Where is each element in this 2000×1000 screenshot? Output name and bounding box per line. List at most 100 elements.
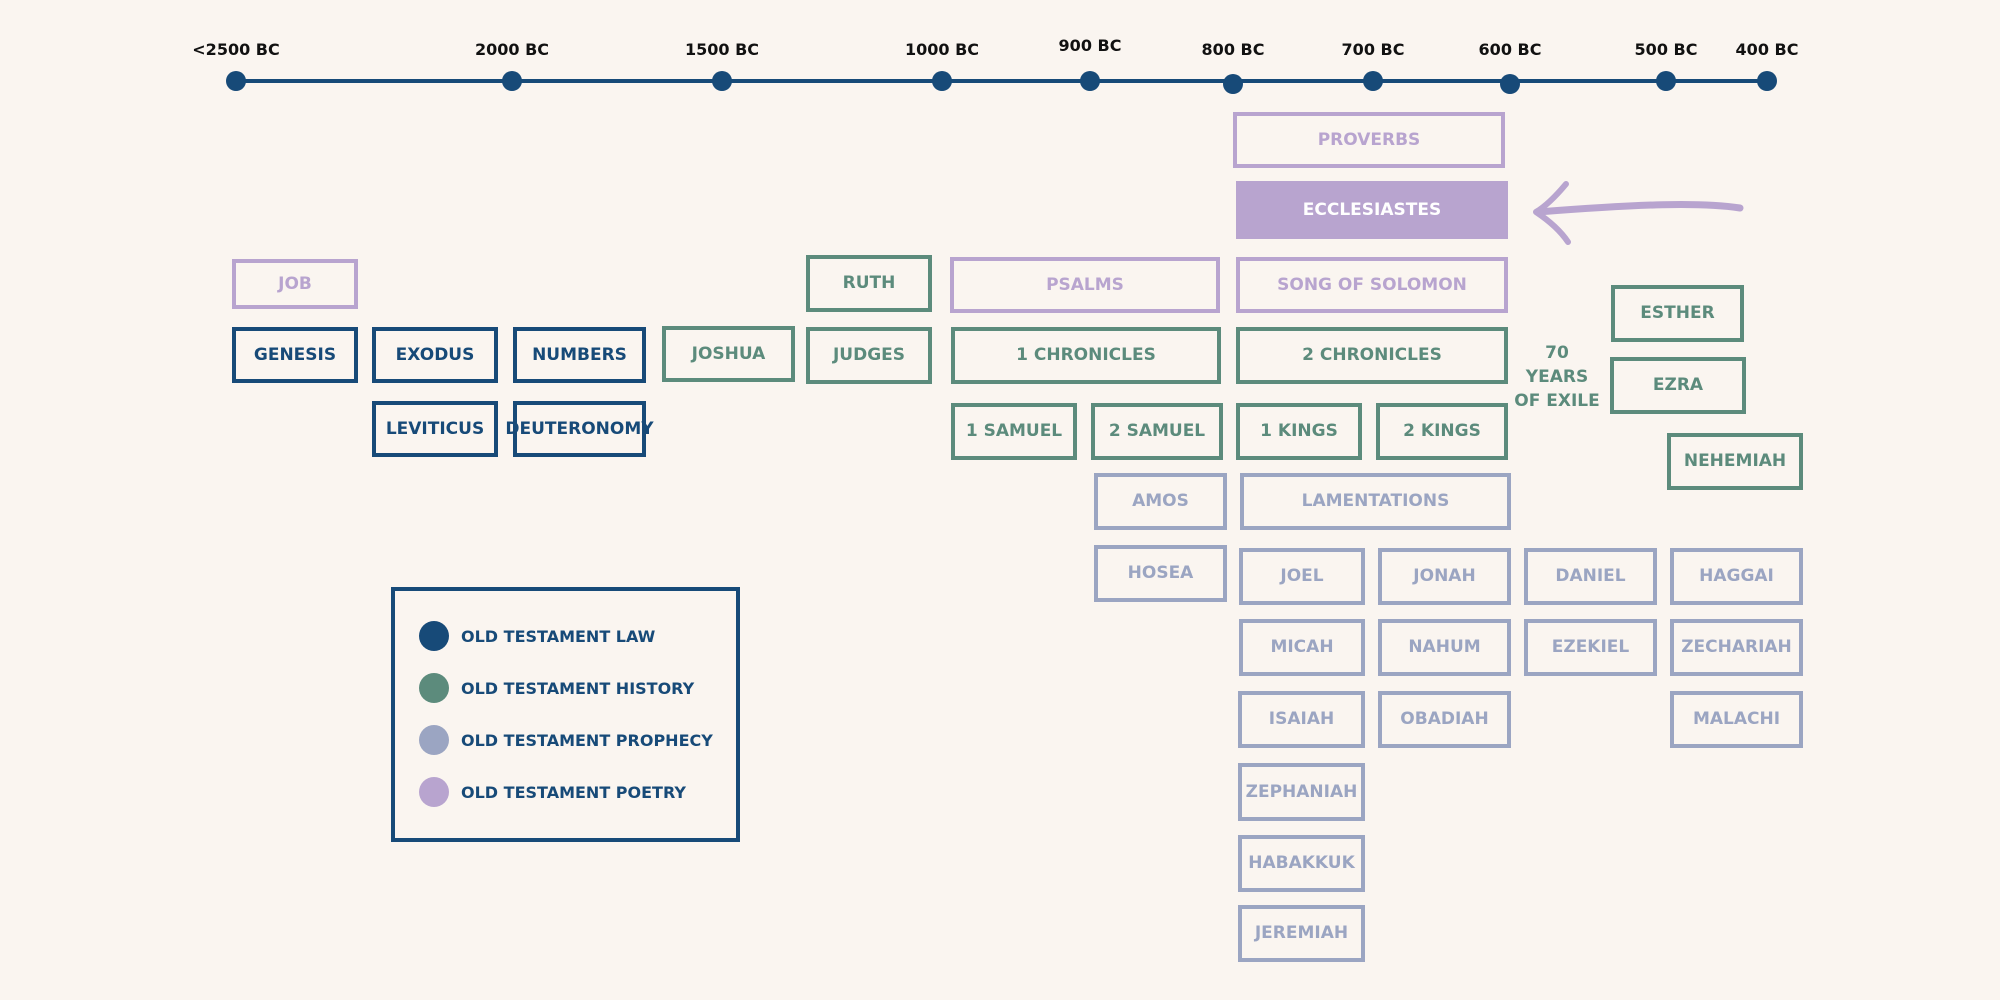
book-label: ESTHER: [1640, 303, 1715, 324]
book-label: 1 CHRONICLES: [1016, 345, 1156, 366]
legend-item-poetry: OLD TESTAMENT POETRY: [419, 777, 686, 807]
book-jonah: JONAH: [1378, 548, 1511, 605]
book-obadiah: OBADIAH: [1378, 691, 1511, 748]
book-label: JOEL: [1280, 566, 1324, 587]
book-2-kings: 2 KINGS: [1376, 403, 1508, 460]
tick-marker: [712, 71, 732, 91]
tick-marker: [932, 71, 952, 91]
legend-item-prophecy: OLD TESTAMENT PROPHECY: [419, 725, 713, 755]
tick-marker: [1363, 71, 1383, 91]
book-zephaniah: ZEPHANIAH: [1238, 763, 1365, 821]
book-label: NAHUM: [1408, 637, 1481, 658]
book-haggai: HAGGAI: [1670, 548, 1803, 605]
tick-marker: [1757, 71, 1777, 91]
legend-label: OLD TESTAMENT HISTORY: [461, 678, 695, 698]
book-psalms: PSALMS: [950, 257, 1220, 313]
book-1-samuel: 1 SAMUEL: [951, 403, 1077, 460]
book-joshua: JOSHUA: [662, 326, 795, 382]
book-label: 1 KINGS: [1260, 421, 1338, 442]
tick-label: 900 BC: [1058, 36, 1122, 55]
book-label: 2 CHRONICLES: [1302, 345, 1442, 366]
book-judges: JUDGES: [806, 327, 932, 384]
exile-note-line: YEARS: [1525, 366, 1589, 387]
book-ezra: EZRA: [1610, 357, 1746, 414]
book-label: OBADIAH: [1400, 709, 1489, 730]
tick-marker: [1656, 71, 1676, 91]
legend: OLD TESTAMENT LAW OLD TESTAMENT HISTORY …: [391, 587, 740, 842]
book-lamentations: LAMENTATIONS: [1240, 473, 1511, 530]
book-label: JOSHUA: [691, 343, 766, 364]
book-label: ECCLESIASTES: [1302, 199, 1442, 220]
timeline-axis: [235, 79, 1768, 83]
book-genesis: GENESIS: [232, 327, 358, 383]
exile-note-line: OF EXILE: [1514, 390, 1600, 411]
tick-label: <2500 BC: [192, 40, 280, 59]
book-label: EXODUS: [395, 344, 475, 365]
book-label: EZEKIEL: [1551, 637, 1630, 658]
book-1-chronicles: 1 CHRONICLES: [951, 327, 1221, 384]
book-label: SONG OF SOLOMON: [1277, 274, 1467, 295]
book-leviticus: LEVITICUS: [372, 401, 498, 457]
book-label: 2 SAMUEL: [1108, 421, 1206, 442]
book-label: 2 KINGS: [1403, 421, 1481, 442]
legend-swatch: [419, 777, 449, 807]
legend-label: OLD TESTAMENT LAW: [461, 626, 656, 646]
book-label: JUDGES: [832, 345, 906, 366]
book-label: JONAH: [1413, 566, 1476, 587]
legend-swatch: [419, 621, 449, 651]
exile-note: 70 YEARS OF EXILE: [1512, 342, 1602, 413]
book-label: HOSEA: [1127, 563, 1194, 584]
book-label: LEVITICUS: [385, 418, 485, 439]
book-label: GENESIS: [253, 344, 337, 365]
book-label: DANIEL: [1555, 566, 1626, 587]
legend-swatch: [419, 725, 449, 755]
book-exodus: EXODUS: [372, 327, 498, 383]
book-ezekiel: EZEKIEL: [1524, 619, 1657, 676]
legend-label: OLD TESTAMENT PROPHECY: [461, 730, 713, 750]
book-label: DEUTERONOMY: [505, 418, 654, 439]
tick-label: 800 BC: [1201, 40, 1265, 59]
legend-item-law: OLD TESTAMENT LAW: [419, 621, 655, 651]
tick-label: 600 BC: [1478, 40, 1542, 59]
book-micah: MICAH: [1239, 619, 1365, 676]
legend-label: OLD TESTAMENT POETRY: [461, 782, 686, 802]
tick-label: 400 BC: [1735, 40, 1799, 59]
exile-note-line: 70: [1545, 343, 1569, 363]
book-label: ISAIAH: [1268, 709, 1335, 730]
book-ruth: RUTH: [806, 255, 932, 312]
book-label: NUMBERS: [532, 344, 627, 365]
book-proverbs: PROVERBS: [1233, 112, 1505, 168]
book-label: HAGGAI: [1699, 566, 1774, 587]
book-label: 1 SAMUEL: [965, 421, 1063, 442]
book-label: PSALMS: [1046, 274, 1124, 295]
tick-label: 700 BC: [1341, 40, 1405, 59]
book-nehemiah: NEHEMIAH: [1667, 433, 1803, 490]
book-label: PROVERBS: [1317, 129, 1421, 150]
book-zechariah: ZECHARIAH: [1670, 619, 1803, 676]
book-label: JOB: [278, 273, 312, 294]
tick-marker: [1500, 74, 1520, 94]
book-amos: AMOS: [1094, 473, 1227, 530]
book-deuteronomy: DEUTERONOMY: [505, 401, 654, 457]
tick-label: 2000 BC: [474, 40, 550, 59]
book-hosea: HOSEA: [1094, 545, 1227, 602]
tick-label: 500 BC: [1634, 40, 1698, 59]
book-label: JEREMIAH: [1254, 923, 1349, 944]
book-label: HABAKKUK: [1248, 853, 1355, 874]
book-habakkuk: HABAKKUK: [1238, 835, 1365, 892]
book-ecclesiastes: ECCLESIASTES: [1236, 181, 1508, 239]
book-malachi: MALACHI: [1670, 691, 1803, 748]
tick-label: 1500 BC: [684, 40, 760, 59]
book-label: NEHEMIAH: [1683, 451, 1787, 472]
book-numbers: NUMBERS: [513, 327, 646, 383]
legend-item-history: OLD TESTAMENT HISTORY: [419, 673, 694, 703]
tick-marker: [226, 71, 246, 91]
book-label: RUTH: [842, 273, 896, 294]
book-1-kings: 1 KINGS: [1236, 403, 1362, 460]
tick-marker: [502, 71, 522, 91]
book-isaiah: ISAIAH: [1238, 691, 1365, 748]
book-song-of-solomon: SONG OF SOLOMON: [1236, 257, 1508, 313]
book-daniel: DANIEL: [1524, 548, 1657, 605]
book-2-samuel: 2 SAMUEL: [1091, 403, 1223, 460]
